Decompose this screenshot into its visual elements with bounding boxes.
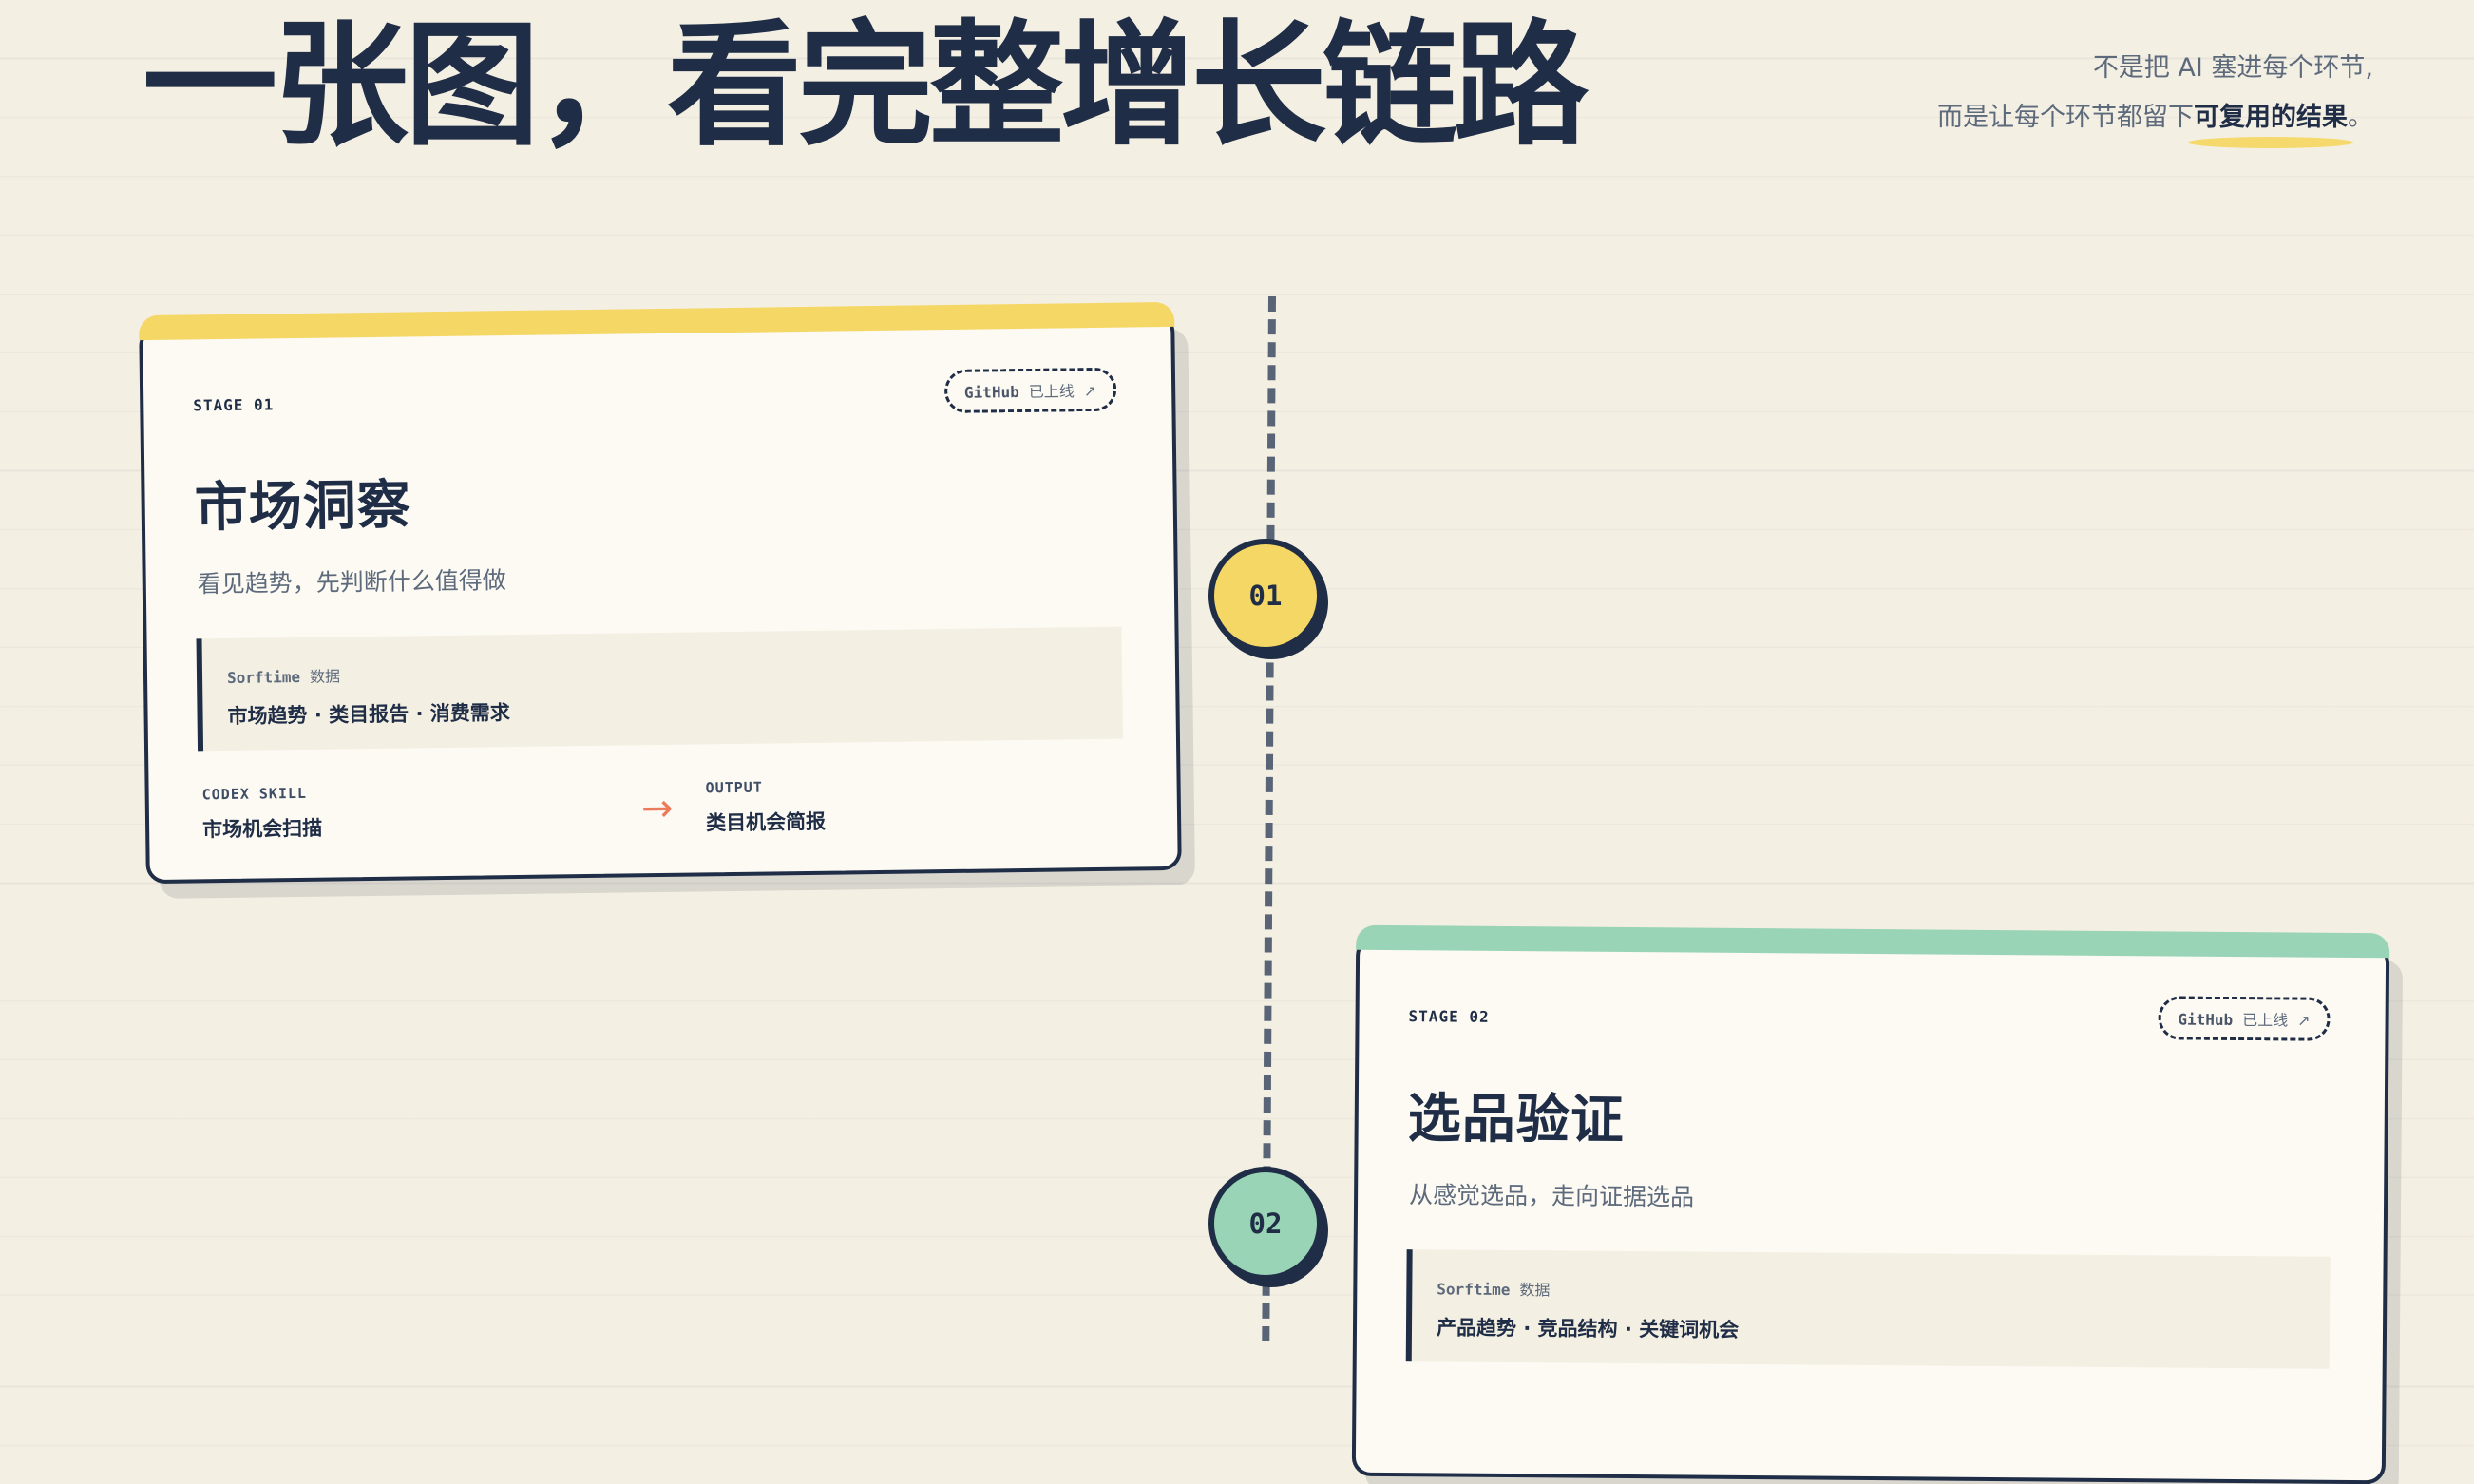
stage-subtitle: 看见趋势，先判断什么值得做 — [197, 566, 506, 599]
codex-skill-label: CODEX SKILL — [201, 784, 308, 804]
tagline-prefix: 而是让每个环节都留下 — [1937, 103, 2194, 132]
data-source-name: Sorftime — [226, 667, 301, 687]
stage-label: STAGE 01 — [193, 395, 275, 415]
data-source-box: Sorftime 数据 市场趋势 · 类目报告 · 消费需求 — [196, 626, 1123, 752]
data-source-suffix: 数据 — [309, 667, 341, 686]
data-source-items: 市场趋势 · 类目报告 · 消费需求 — [227, 701, 510, 728]
stage-title: 市场洞察 — [194, 474, 412, 540]
external-link-icon: ↗ — [2297, 1011, 2311, 1030]
tagline-line-1: 不是把 AI 塞进每个环节, — [2092, 53, 2373, 83]
output-value: 类目机会简报 — [705, 809, 827, 835]
timeline-node-label: 01 — [1248, 580, 1283, 612]
codex-skill-value: 市场机会扫描 — [201, 816, 323, 842]
timeline-node-02: 02 — [1208, 1167, 1323, 1281]
tagline-line-2: 而是让每个环节都留下可复用的结果。 — [1937, 93, 2373, 148]
status-text: 已上线 — [2242, 1011, 2289, 1030]
stage-label: STAGE 02 — [1408, 1007, 1490, 1026]
github-label: GitHub — [963, 383, 1019, 402]
tagline-suffix: 。 — [2348, 103, 2373, 132]
stage-subtitle: 从感觉选品，走向证据选品 — [1408, 1181, 1695, 1211]
external-link-icon: ↗ — [1083, 381, 1097, 401]
timeline-node-01: 01 — [1208, 539, 1323, 653]
data-source-label: Sorftime 数据 — [227, 663, 340, 688]
codex-skill: CODEX SKILL 市场机会扫描 — [202, 785, 323, 844]
output-label: OUTPUT — [705, 778, 763, 797]
github-status-link[interactable]: GitHub 已上线 ↗ — [2158, 996, 2331, 1041]
tagline-emphasis: 可复用的结果 — [2188, 93, 2353, 148]
data-source-name: Sorftime — [1437, 1280, 1511, 1300]
data-source-suffix: 数据 — [1519, 1281, 1551, 1300]
data-source-label: Sorftime 数据 — [1437, 1276, 1550, 1300]
output: OUTPUT 类目机会简报 — [705, 778, 826, 837]
skill-output-flow: CODEX SKILL 市场机会扫描 → OUTPUT 类目机会简报 — [199, 774, 1125, 853]
timeline-node-label: 02 — [1248, 1208, 1283, 1240]
github-label: GitHub — [2178, 1010, 2234, 1029]
github-status-link[interactable]: GitHub 已上线 ↗ — [943, 367, 1117, 414]
tagline: 不是把 AI 塞进每个环节, 而是让每个环节都留下可复用的结果。 — [1937, 44, 2373, 148]
page-title: 一张图，看完整增长链路 — [143, 8, 1589, 164]
stage-title: 选品验证 — [1407, 1088, 1625, 1151]
arrow-right-icon: → — [640, 786, 674, 831]
status-text: 已上线 — [1028, 382, 1075, 401]
stage-card-02: STAGE 02 GitHub 已上线 ↗ 选品验证 从感觉选品，走向证据选品 So… — [1351, 936, 2390, 1484]
stage-card-01: STAGE 01 GitHub 已上线 ↗ 市场洞察 看见趋势，先判断什么值得做 S… — [139, 313, 1182, 885]
